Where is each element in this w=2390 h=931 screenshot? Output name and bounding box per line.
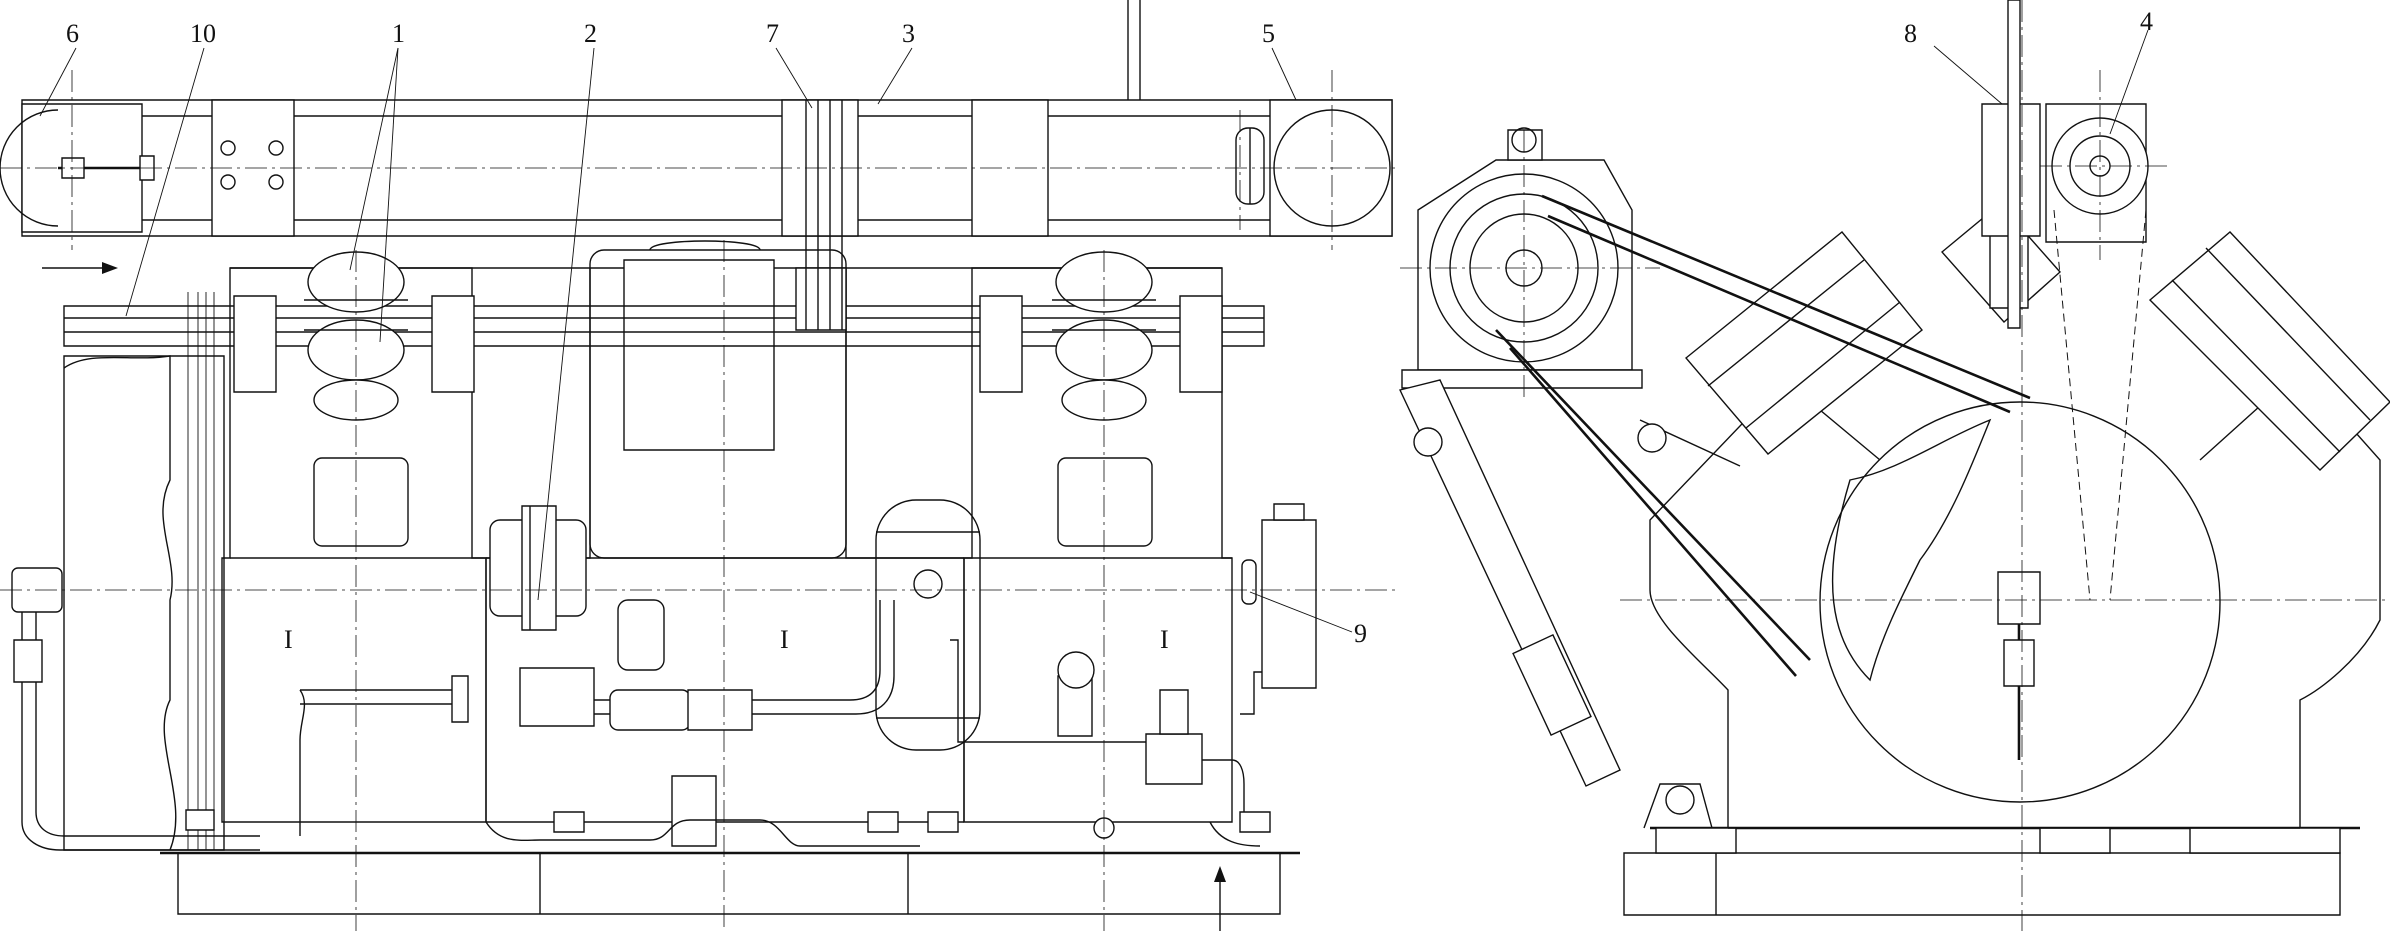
side-centerlines [0, 70, 1400, 931]
lower-piping [300, 600, 1260, 846]
section-mark-right: I [1160, 625, 1169, 654]
side-elevation-view: I I I [0, 0, 1400, 931]
end-base [1624, 828, 2360, 915]
label-9: 9 [1354, 619, 1367, 648]
motor [1402, 128, 1642, 388]
flow-arrows [42, 262, 1226, 931]
shaft-coupling [490, 506, 586, 630]
horizontal-beam [64, 100, 1264, 392]
oil-separator [876, 500, 980, 750]
end-elevation-view [1400, 0, 2390, 931]
right-side-box [1240, 504, 1316, 714]
section-mark-left: I [284, 625, 293, 654]
tension-strut [1400, 380, 1740, 828]
side-leaders [40, 48, 1352, 632]
callout-labels: 6 10 1 2 7 3 5 9 8 4 [66, 7, 2153, 648]
strap-bolts [221, 141, 283, 189]
label-3: 3 [902, 19, 915, 48]
vertical-rod [1998, 0, 2040, 760]
cylinder-bank-left [1686, 232, 1922, 454]
end-leaders [1934, 30, 2148, 134]
section-mark-middle: I [780, 625, 789, 654]
label-6: 6 [66, 19, 79, 48]
cylinder-bank-right [2150, 232, 2390, 470]
label-4: 4 [2140, 7, 2153, 36]
drive-belts [1496, 196, 2030, 676]
anchor-bolts [186, 810, 1270, 838]
left-cooler [12, 292, 260, 850]
label-2: 2 [584, 19, 597, 48]
label-5: 5 [1262, 19, 1275, 48]
label-10: 10 [190, 19, 216, 48]
label-7: 7 [766, 19, 779, 48]
valve-assembly-right [1052, 252, 1156, 420]
base-frame [160, 853, 1300, 914]
label-1: 1 [392, 19, 405, 48]
label-8: 8 [1904, 19, 1917, 48]
end-centerlines [1400, 0, 2390, 931]
small-pulley [1982, 104, 2148, 242]
v-body [1650, 370, 2380, 828]
